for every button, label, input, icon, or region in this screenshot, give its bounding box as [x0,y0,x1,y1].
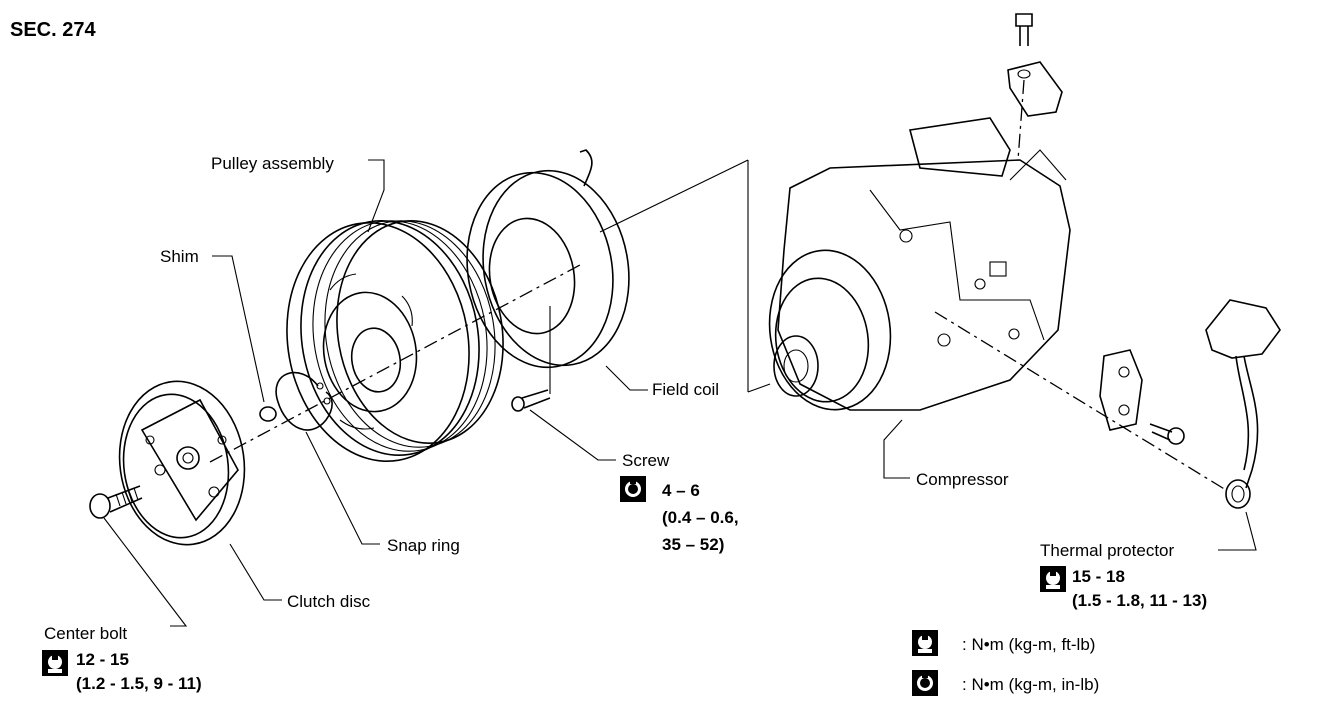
top-bracket-drawing [1007,13,1063,161]
clutch-disc-drawing [118,380,246,546]
torque-ft-lb-icon-thermal-protector [1040,566,1066,592]
label-thermal-protector: Thermal protector [1040,541,1174,560]
label-center-bolt: Center bolt [44,624,127,643]
leader-thermal-protector [1218,511,1257,551]
leader-center-bolt [103,517,188,627]
thermal-protector-torque-line2: (1.5 - 1.8, 11 - 13) [1072,591,1207,610]
coil-to-compressor-guide-3 [747,383,771,393]
screw-drawing [511,306,551,412]
leader-shim [212,255,265,403]
center-bolt-drawing [89,485,143,519]
snap-ring-drawing [275,371,333,431]
leader-field-coil [605,365,648,391]
coil-to-compressor-guide [599,159,749,233]
leader-compressor [883,419,910,479]
torque-ft-lb-icon-center-bolt [42,650,68,676]
field-coil-drawing [466,149,630,369]
label-snap-ring: Snap ring [387,536,460,555]
label-shim: Shim [160,247,199,266]
leader-pulley-assembly [367,159,385,233]
torque-ft-lb-legend-icon [912,630,938,656]
pulley-assembly-drawing [286,219,504,463]
assembly-axis [209,264,581,463]
screw-torque-line1: 4 – 6 [662,481,700,500]
thermal-protector-torque-line1: 15 - 18 [1072,567,1125,586]
shim-drawing [259,406,277,422]
label-pulley-assembly: Pulley assembly [211,154,334,173]
label-screw: Screw [622,451,670,470]
screw-torque-line2: (0.4 – 0.6, [662,508,739,527]
thermal-protector-drawing [934,299,1281,509]
side-bracket-drawing [1099,349,1185,445]
label-field-coil: Field coil [652,380,719,399]
legend-in-lb-units: : N•m (kg-m, in-lb) [962,675,1099,694]
label-clutch-disc: Clutch disc [287,592,371,611]
screw-torque-line3: 35 – 52) [662,535,724,554]
leader-snap-ring [305,431,380,545]
torque-in-lb-legend-icon [912,670,938,696]
legend-ft-lb-units: : N•m (kg-m, ft-lb) [962,635,1095,654]
label-compressor: Compressor [916,470,1009,489]
section-title: SEC. 274 [10,19,96,41]
center-bolt-torque-line1: 12 - 15 [76,650,129,669]
leader-screw [529,409,616,461]
center-bolt-torque-line2: (1.2 - 1.5, 9 - 11) [76,674,202,693]
leader-clutch-disc [229,543,282,601]
torque-in-lb-icon-screw [620,476,646,502]
compressor-drawing [768,117,1071,411]
